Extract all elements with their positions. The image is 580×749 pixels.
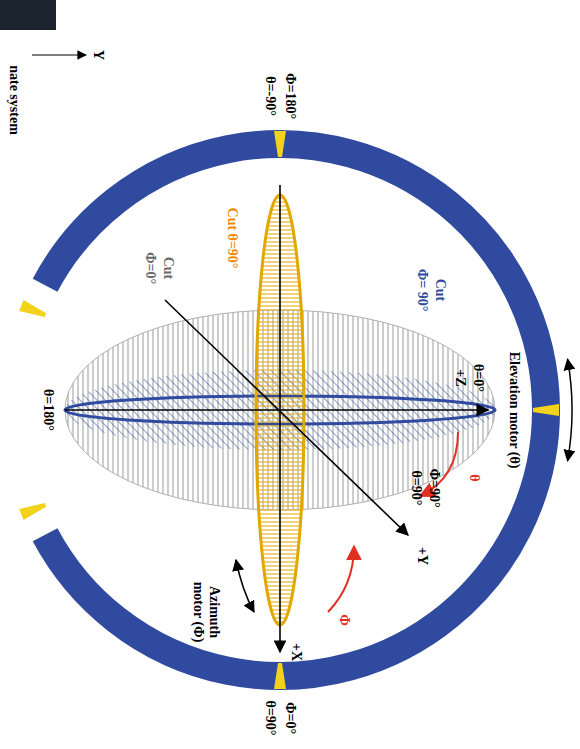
cut-label: Φ=0°	[142, 250, 158, 286]
axis-label: +X	[288, 641, 304, 663]
cut-label: Cut	[432, 277, 448, 304]
angle-label: θ=-90°	[262, 74, 278, 118]
angle-label: Φ=180°	[282, 71, 298, 121]
angle-label: Φ=0°	[282, 700, 298, 736]
elevation-arrow	[568, 359, 572, 460]
photo-fragment	[0, 0, 56, 30]
angle-label: θ=0°	[470, 362, 486, 394]
phi-arrow	[328, 546, 354, 612]
motor-label: Elevation motor (θ)	[506, 350, 522, 471]
angle-label: Φ=90°	[426, 466, 442, 509]
caption-fragment: nate system	[6, 63, 22, 137]
cut-label: Φ= 90°	[414, 267, 430, 314]
axes	[65, 185, 488, 652]
axis-label: Y	[90, 48, 106, 62]
azimuth-arrow	[236, 560, 254, 612]
axis-label: +Z	[452, 367, 468, 388]
ring-markers	[19, 131, 559, 689]
axis-label: +Y	[414, 545, 430, 567]
angle-label: θ=90°	[408, 469, 424, 508]
cut-label: Cut	[160, 255, 176, 282]
angle-label: θ=90°	[262, 699, 278, 738]
rotation-symbol: Φ	[336, 612, 352, 628]
angle-label: θ=180°	[40, 387, 56, 433]
y-arrow	[32, 54, 86, 55]
motor-label: Azimuth motor (Φ)	[190, 570, 222, 654]
rotation-symbol: θ	[466, 472, 482, 483]
cut-label: Cut θ=90°	[224, 206, 240, 271]
elevation-ring	[45, 144, 546, 676]
